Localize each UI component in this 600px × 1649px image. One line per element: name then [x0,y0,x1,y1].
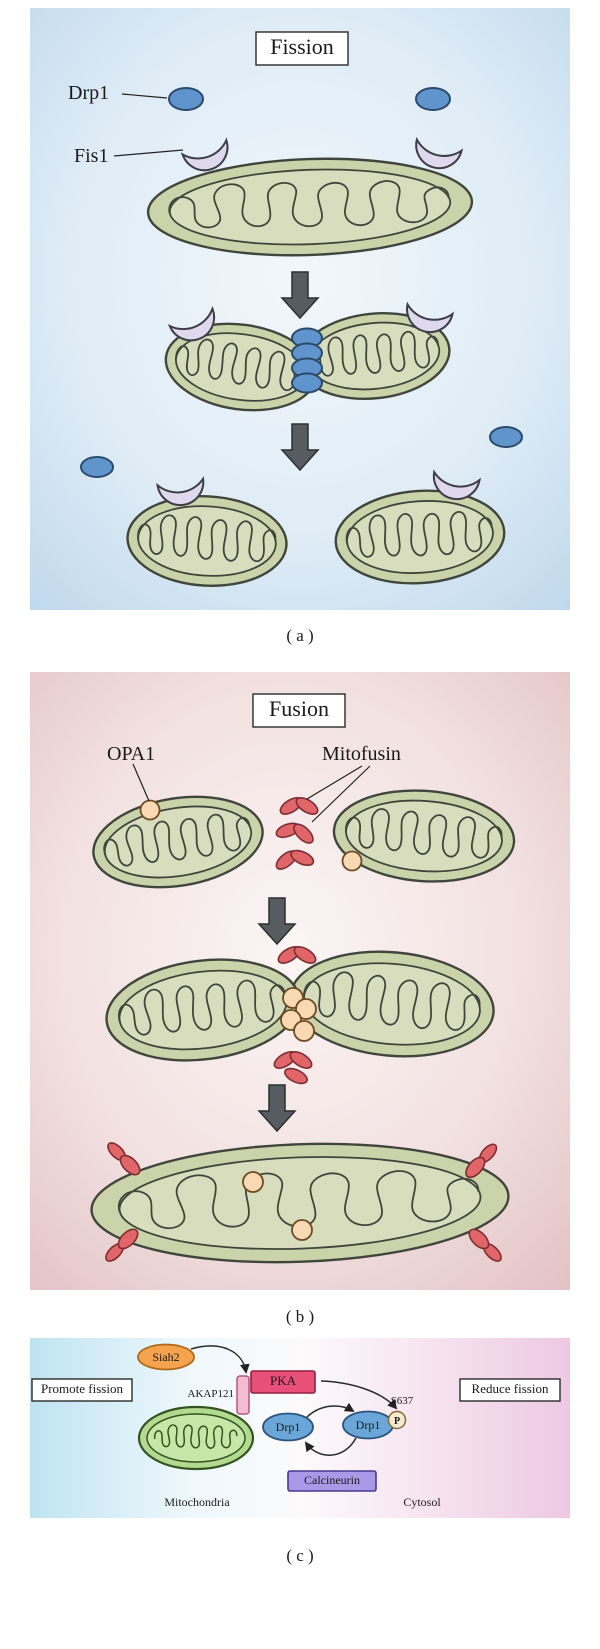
phospho-circle [387,1410,407,1430]
panel-b-title-box [252,693,346,728]
drp1-label-line [121,93,168,99]
drp1-cytosol-label: Drp1 [356,1418,381,1432]
mitofusin-label: Mitofusin [322,743,401,765]
drp1-mito-label: Drp1 [276,1420,301,1434]
fis1-label-line [113,149,184,157]
pka-to-s637-arrow [320,1380,398,1410]
reduce-fission-box [459,1378,561,1402]
opa1-protein [341,850,363,872]
fis1-label: Fis1 [74,145,108,167]
drp1-protein [489,426,523,448]
phospho-label: P [394,1416,400,1427]
promote-fission-box [31,1378,133,1402]
panel-a-title-box [255,31,349,66]
opa1-cluster [280,987,317,1042]
pka-label: PKA [270,1373,297,1388]
promote-fission-label: Promote fission [41,1381,123,1396]
opa1-label: OPA1 [107,743,155,765]
panel-b-title: Fusion [269,696,329,721]
mitochondria-label: Mitochondria [164,1495,230,1509]
akap121-label: AKAP121 [188,1388,234,1400]
mitofusin-label-line [311,765,371,823]
akap121-anchor [236,1375,250,1415]
drp1-protein [80,456,114,478]
panel-c-caption: ( c ) [286,1546,313,1565]
panel-a: Fission Drp1 Fis1 ( a ) [30,8,570,645]
dephosphorylation-arrow [304,1437,357,1456]
phosphorylation-arrow [305,1402,355,1419]
opa1-protein [242,1171,264,1193]
reduce-fission-label: Reduce fission [472,1381,549,1396]
mitofusin-tethers [270,942,320,1085]
s637-label: S637 [391,1395,414,1407]
drp1-protein [415,87,451,111]
mitofusin-label-line [306,765,363,800]
opa1-label-line [132,763,150,802]
siah2-to-akap121-arrow [190,1345,250,1374]
opa1-protein [291,1219,313,1241]
panel-b-caption: ( b ) [286,1307,314,1326]
siah2-oval [137,1343,195,1371]
panel-a-title: Fission [270,34,334,59]
drp1-constriction-ring [291,327,323,394]
opa1-protein [139,799,161,821]
panel-b: Fusion OPA1 Mitofusin [30,672,570,1326]
siah2-label: Siah2 [152,1350,179,1364]
drp1-protein [168,87,204,111]
calcineurin-box [287,1470,377,1492]
panel-c: Promote fission Reduce fission Siah2 AKA… [30,1338,570,1565]
pka-box [250,1370,316,1394]
calcineurin-label: Calcineurin [304,1473,360,1487]
panel-a-caption: ( a ) [286,626,313,645]
cytosol-label: Cytosol [403,1495,441,1509]
drp1-mito-oval [262,1412,314,1442]
drp1-label: Drp1 [68,82,109,104]
mitochondrion-c [137,1405,255,1471]
